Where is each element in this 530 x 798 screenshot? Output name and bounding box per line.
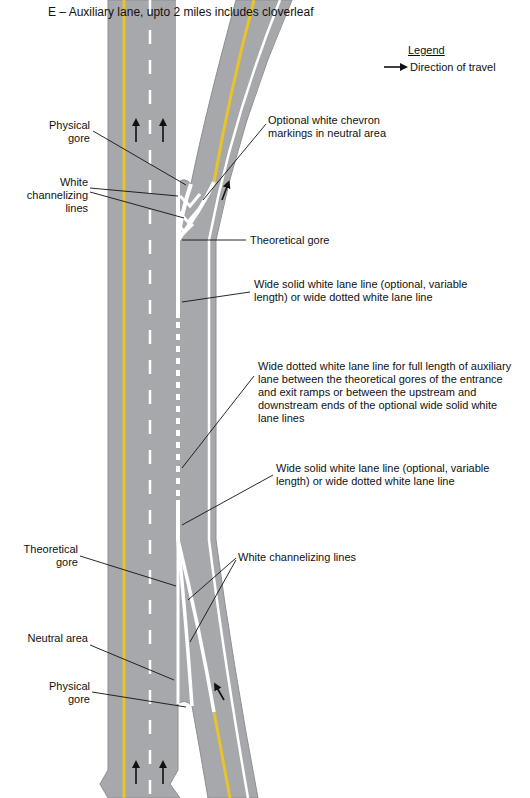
callout-label: Theoretical gore — [12, 543, 78, 569]
diagram-title: E – Auxiliary lane, upto 2 miles include… — [48, 6, 408, 19]
callout-label: Physical gore — [28, 680, 90, 706]
callout-label: White channelizing lines — [238, 551, 378, 564]
callout-label: Wide solid white lane line (optional, va… — [254, 278, 484, 304]
callout-label: Wide solid white lane line (optional, va… — [276, 462, 496, 488]
callout-label: Neutral area — [16, 632, 88, 645]
callout-label: Optional white chevron markings in neutr… — [268, 114, 418, 140]
callout-label: Theoretical gore — [250, 234, 370, 247]
callout-label: Wide dotted white lane line for full len… — [258, 360, 520, 425]
callout-label: White channelizing lines — [20, 176, 88, 215]
callout-label: Legend — [408, 44, 468, 57]
legend-entry: Direction of travel — [410, 61, 520, 74]
callout-label: Physical gore — [30, 119, 90, 145]
